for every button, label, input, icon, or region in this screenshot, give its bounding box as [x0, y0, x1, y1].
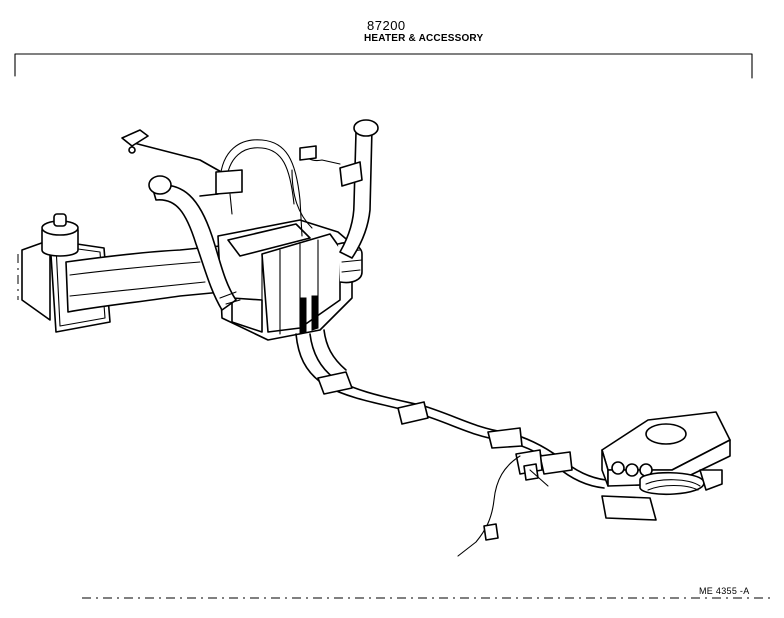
control-wiring [121, 129, 341, 237]
filter-cap [41, 213, 79, 257]
rear-heater-unit [601, 411, 731, 521]
heater-hose-left [148, 175, 241, 311]
coolant-pipes [295, 329, 607, 489]
heater-unit [217, 219, 363, 341]
reference-code: ME 4355 -A [699, 586, 750, 596]
group-title: HEATER & ACCESSORY [364, 33, 484, 44]
water-valve [457, 449, 549, 557]
group-bracket [14, 53, 753, 79]
part-number: 87200 [367, 18, 406, 33]
outlet-tube [339, 119, 379, 259]
air-intake-duct [21, 239, 223, 333]
